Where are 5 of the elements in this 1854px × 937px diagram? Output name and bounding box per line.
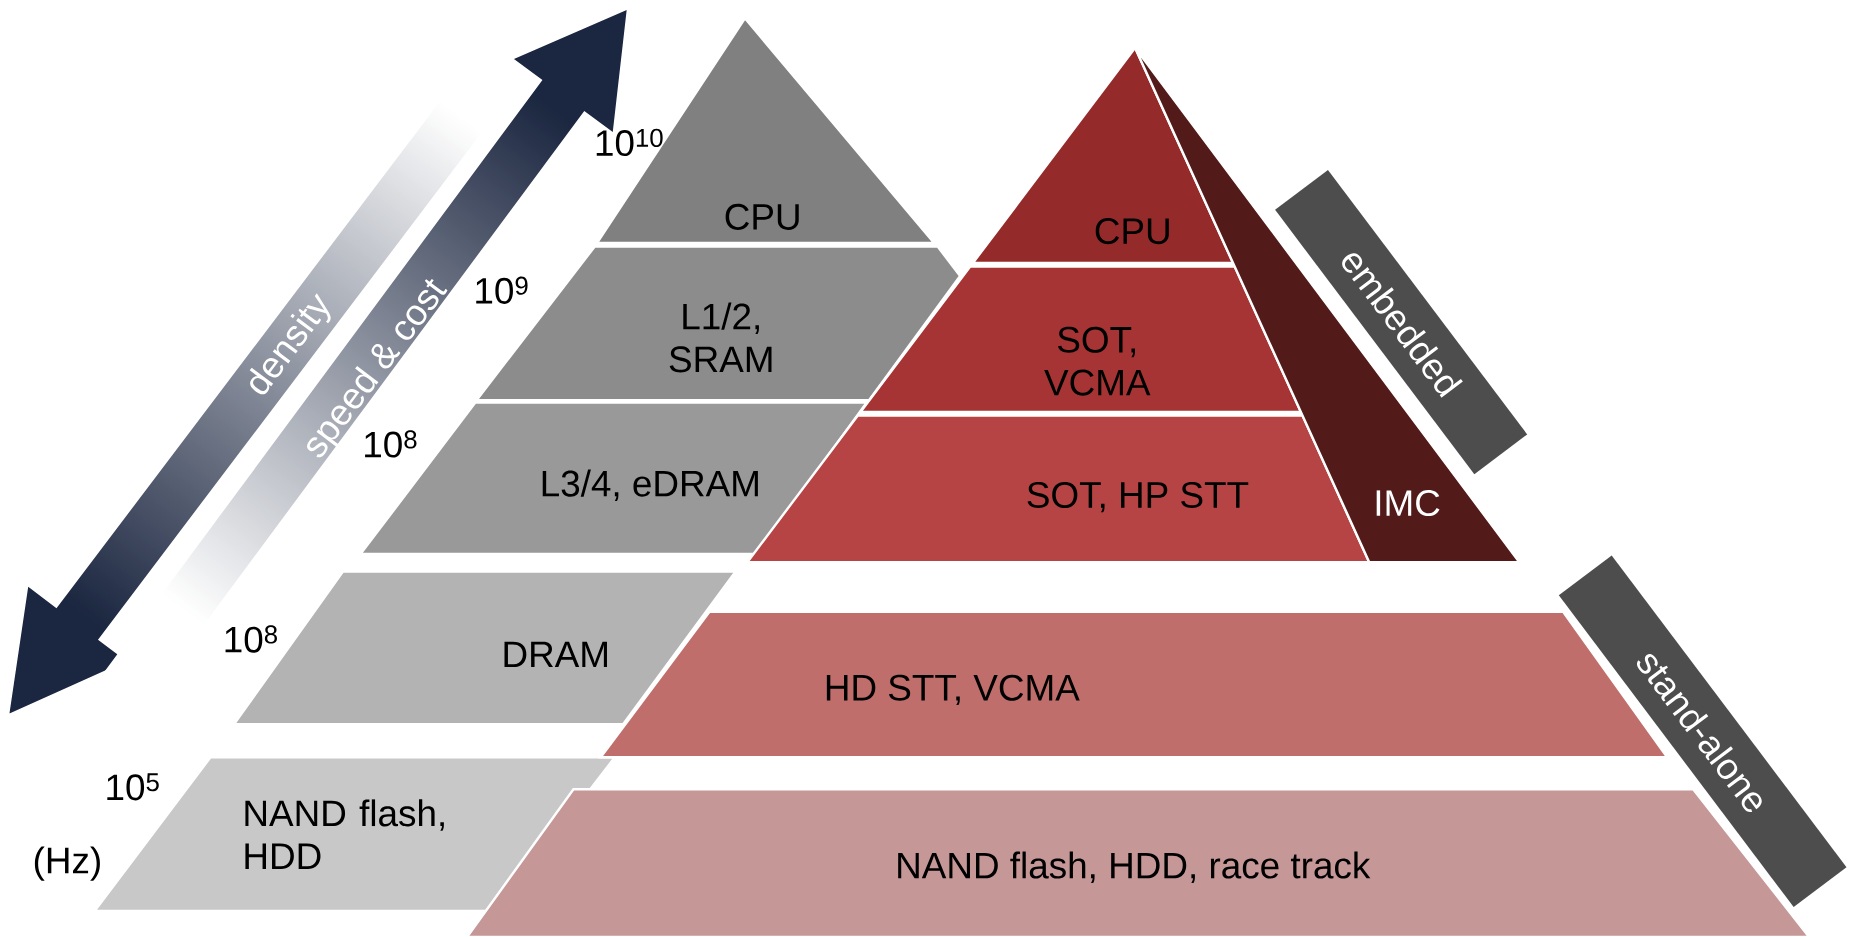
unit-label: (Hz) [34, 846, 100, 881]
scale-label: 10$^{5}$ [107, 773, 159, 801]
scale-label: 10$^{8}$ [225, 625, 277, 653]
scale-label: 10$^{9}$ [476, 276, 528, 304]
scale-label: 10$^{10}$ [596, 128, 663, 157]
